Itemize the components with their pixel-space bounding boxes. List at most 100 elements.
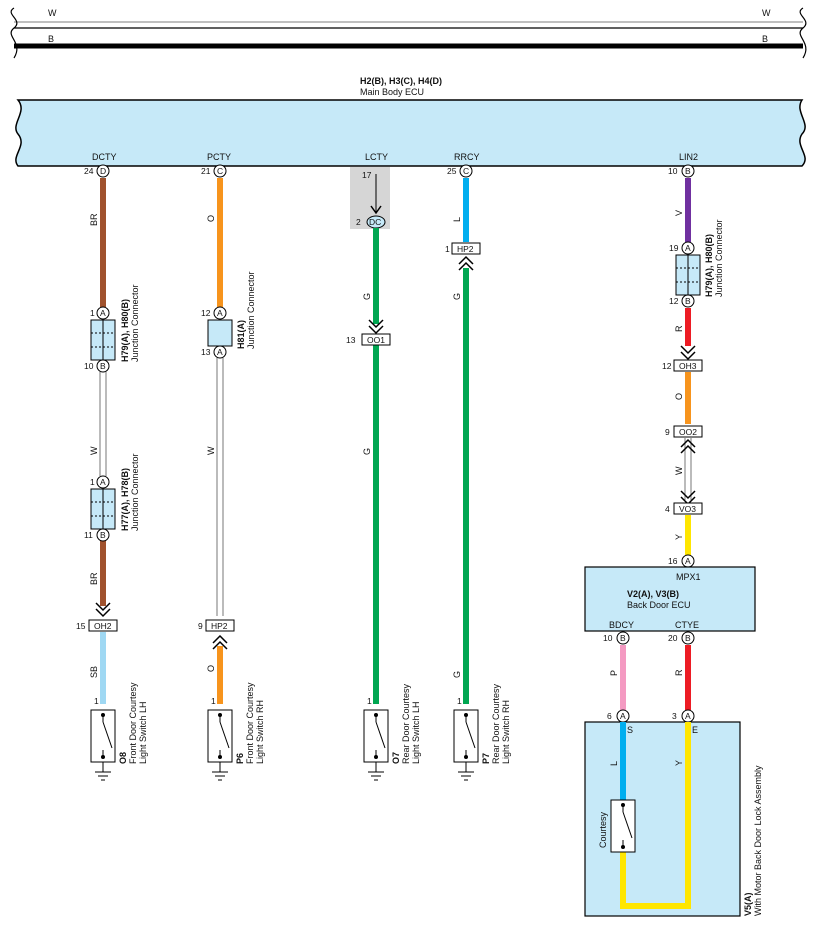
o7-code: O7 bbox=[391, 752, 401, 764]
p7-name1: Rear Door Courtesy bbox=[491, 683, 501, 764]
c1-wire1: BR bbox=[89, 213, 99, 226]
c1-jc2-top-num: 1 bbox=[90, 477, 95, 487]
o8-name1: Front Door Courtesy bbox=[128, 682, 138, 764]
c2-jc-top-num: 12 bbox=[201, 308, 211, 318]
c5-jc-code: H79(A), H80(B) bbox=[704, 234, 714, 297]
c1-wire3: BR bbox=[89, 572, 99, 585]
p6-name1: Front Door Courtesy bbox=[245, 682, 255, 764]
c2-pin-letter: C bbox=[217, 166, 223, 176]
c1-jc2-code: H77(A), H78(B) bbox=[120, 468, 130, 531]
c5-wire1: V bbox=[674, 210, 684, 216]
bus-lines: W B W B bbox=[10, 7, 807, 59]
p7-name2: Light Switch RH bbox=[501, 700, 511, 764]
c5-wire2: R bbox=[674, 325, 684, 332]
bus-w-label: W bbox=[48, 8, 57, 18]
c5-conn1: OH3 bbox=[679, 361, 697, 371]
p6-code: P6 bbox=[235, 753, 245, 764]
back-ecu-codes: V2(A), V3(B) bbox=[627, 589, 679, 599]
back-ecu-name: Back Door ECU bbox=[627, 600, 691, 610]
c5-pin-letter: B bbox=[685, 166, 691, 176]
c2-wire3: O bbox=[206, 665, 216, 672]
bus-b-label-right: B bbox=[762, 34, 768, 44]
c3-conn-num: 13 bbox=[346, 335, 356, 345]
o7-name1: Rear Door Courtesy bbox=[401, 683, 411, 764]
pin-name-pcty: PCTY bbox=[207, 152, 231, 162]
c4-wire3: G bbox=[452, 671, 462, 678]
lock-pin2-name: E bbox=[692, 725, 698, 735]
c5-wire4: W bbox=[674, 466, 684, 475]
c5-ecu-pin-letter: A bbox=[685, 556, 691, 566]
c4-pin-letter: C bbox=[463, 166, 469, 176]
c1-pin-num: 24 bbox=[84, 166, 94, 176]
c2-conn-num: 9 bbox=[198, 621, 203, 631]
c5-conn3-num: 4 bbox=[665, 504, 670, 514]
back-ecu-mpx1: MPX1 bbox=[676, 572, 701, 582]
c5-jc-bot-num: 12 bbox=[669, 296, 679, 306]
main-body-ecu: H2(B), H3(C), H4(D) Main Body ECU DCTY P… bbox=[15, 76, 806, 167]
lock-pin1-name: S bbox=[627, 725, 633, 735]
c1-jc2-bot-letter: B bbox=[100, 530, 106, 540]
c1-conn: OH2 bbox=[94, 621, 112, 631]
c4-wire2: G bbox=[452, 293, 462, 300]
c3-dc-num: 2 bbox=[356, 217, 361, 227]
c5-jc-top-num: 19 bbox=[669, 243, 679, 253]
lock-pin2-letter: A bbox=[685, 711, 691, 721]
p7-code: P7 bbox=[481, 753, 491, 764]
back-ecu-pin2-letter: B bbox=[685, 633, 691, 643]
back-ecu-pin2-num: 20 bbox=[668, 633, 678, 643]
c5-wire3: O bbox=[674, 393, 684, 400]
bus-b-label: B bbox=[48, 34, 54, 44]
lock-switch-label: Courtesy bbox=[598, 811, 608, 848]
c1-wire2: W bbox=[89, 446, 99, 455]
c2-jc-bot-letter: A bbox=[217, 347, 223, 357]
lock-name: With Motor Back Door Lock Assembly bbox=[753, 765, 763, 916]
c5-conn1-num: 12 bbox=[662, 361, 672, 371]
c3-conn: OO1 bbox=[367, 335, 385, 345]
c1-jc-name: Junction Connector bbox=[130, 284, 140, 362]
lock-pin1-num: 6 bbox=[607, 711, 612, 721]
c3-sw-pin: 1 bbox=[367, 696, 372, 706]
c5-jc-bot-letter: B bbox=[685, 296, 691, 306]
lock-pin2-num: 3 bbox=[672, 711, 677, 721]
c2-jc-top-letter: A bbox=[217, 308, 223, 318]
c5-conn2: OO2 bbox=[679, 427, 697, 437]
main-ecu-name: Main Body ECU bbox=[360, 87, 424, 97]
c1-jc2-top-letter: A bbox=[100, 477, 106, 487]
back-ecu-wire-r: R bbox=[674, 669, 684, 676]
lock-code: V5(A) bbox=[743, 892, 753, 916]
switch-p7: P7 Rear Door Courtesy Light Switch RH bbox=[453, 683, 511, 781]
c1-jc-bot-letter: B bbox=[100, 361, 106, 371]
switch-o8: O8 Front Door Courtesy Light Switch LH bbox=[90, 682, 148, 781]
c1-jc-code: H79(A), H80(B) bbox=[120, 299, 130, 362]
main-ecu-codes: H2(B), H3(C), H4(D) bbox=[360, 76, 442, 86]
c5-ecu-pin-num: 16 bbox=[668, 556, 678, 566]
c5-jc-top-letter: A bbox=[685, 243, 691, 253]
c2-pin-num: 21 bbox=[201, 166, 211, 176]
pin-name-dcty: DCTY bbox=[92, 152, 117, 162]
c5-conn3: VO3 bbox=[679, 504, 696, 514]
o8-name2: Light Switch LH bbox=[138, 701, 148, 764]
pin-name-lin2: LIN2 bbox=[679, 152, 698, 162]
circuit-dcty: D 24 BR A 1 B 10 H79(A), H80(B) Junction… bbox=[76, 164, 140, 706]
c5-conn2-num: 9 bbox=[665, 427, 670, 437]
c3-wire1: G bbox=[362, 293, 372, 300]
c4-conn: HP2 bbox=[457, 244, 474, 254]
lock-wire-l: L bbox=[609, 761, 619, 766]
c5-wire5: Y bbox=[674, 534, 684, 540]
circuit-rrcy: C 25 L HP2 1 G G 1 bbox=[445, 164, 481, 706]
c2-wire2: W bbox=[206, 446, 216, 455]
circuit-pcty: C 21 O A 12 A 13 H81(A) Junction Connect… bbox=[198, 164, 256, 706]
c1-pin-letter: D bbox=[100, 166, 106, 176]
c2-jc-code: H81(A) bbox=[236, 320, 246, 349]
c1-jc-bot-num: 10 bbox=[84, 361, 94, 371]
circuit-lcty: 17 DC 2 G OO1 13 G 1 bbox=[346, 167, 391, 706]
c2-wire1: O bbox=[206, 215, 216, 222]
c5-jc-name: Junction Connector bbox=[714, 219, 724, 297]
c4-wire1: L bbox=[452, 217, 462, 222]
c2-jc-name: Junction Connector bbox=[246, 271, 256, 349]
c1-jc-top-num: 1 bbox=[90, 308, 95, 318]
lock-pin1-letter: A bbox=[620, 711, 626, 721]
pin-name-lcty: LCTY bbox=[365, 152, 388, 162]
c3-pin-num: 17 bbox=[362, 170, 372, 180]
